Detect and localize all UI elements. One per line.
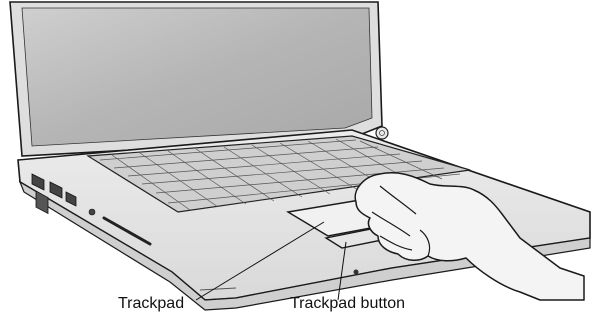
finger-lines [371,185,431,257]
port-icon [35,190,49,215]
power-button [375,126,389,140]
key-grid [99,138,461,211]
audio-port [88,208,96,216]
card-slot [102,216,152,246]
trackpad-button-label: Trackpad button [290,295,406,312]
screen [21,7,373,147]
trackpad-leader [195,221,325,301]
side-ports [35,190,49,215]
port-cluster [31,173,77,207]
optical-slot [199,287,237,291]
hand [354,172,585,301]
callout-lines [195,221,347,301]
keyboard-well [86,135,471,213]
front-edge [18,180,591,311]
trackpad-label: Trackpad [118,295,185,312]
display-lid [9,1,383,157]
trackpad-button-leader [337,241,347,301]
hand-shape [354,172,585,301]
sleep-light [353,269,359,275]
keyboard [86,135,471,213]
